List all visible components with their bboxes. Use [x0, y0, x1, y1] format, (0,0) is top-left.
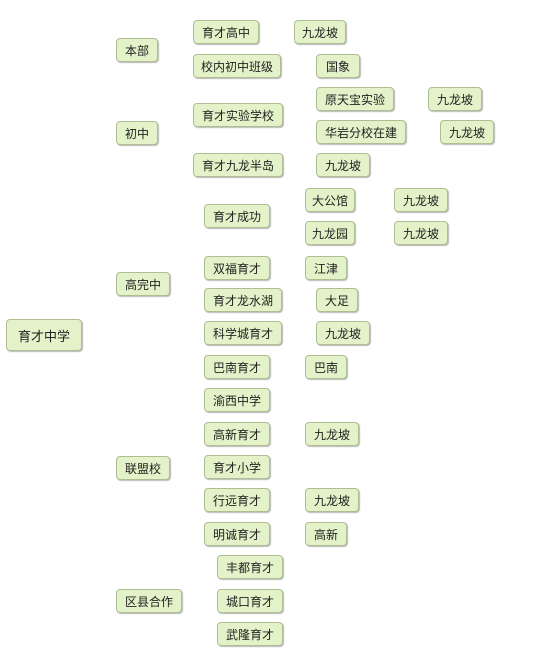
node-dazu[interactable]: 大足 — [316, 288, 358, 312]
node-yucai-shiyan[interactable]: 育才实验学校 — [193, 103, 283, 127]
node-lianmengxiao[interactable]: 联盟校 — [116, 456, 170, 480]
node-quxian-hezuo[interactable]: 区县合作 — [116, 589, 182, 613]
node-benbu[interactable]: 本部 — [116, 38, 158, 62]
node-xingyuan-yucai[interactable]: 行远育才 — [204, 488, 270, 512]
node-jiulongpo[interactable]: 九龙坡 — [440, 120, 494, 144]
node-banan-yucai[interactable]: 巴南育才 — [204, 355, 270, 379]
node-xiaonei-chuzhong[interactable]: 校内初中班级 — [193, 54, 281, 78]
node-shuangfu-yucai[interactable]: 双福育才 — [204, 256, 270, 280]
node-jiulongpo[interactable]: 九龙坡 — [394, 188, 448, 212]
node-jiulongpo[interactable]: 九龙坡 — [305, 488, 359, 512]
node-root[interactable]: 育才中学 — [6, 319, 82, 351]
node-dagongguan[interactable]: 大公馆 — [305, 188, 355, 212]
node-jiulongpo[interactable]: 九龙坡 — [316, 321, 370, 345]
node-jiulongpo[interactable]: 九龙坡 — [294, 20, 346, 44]
node-banan[interactable]: 巴南 — [305, 355, 347, 379]
node-yucai-xiaoxue[interactable]: 育才小学 — [204, 455, 270, 479]
node-huayan-fenxiao[interactable]: 华岩分校在建 — [316, 120, 406, 144]
node-yuxi-zhongxue[interactable]: 渝西中学 — [204, 388, 270, 412]
node-jiulongpo[interactable]: 九龙坡 — [316, 153, 370, 177]
node-gaowanzhong[interactable]: 高完中 — [116, 272, 170, 296]
node-fengdu-yucai[interactable]: 丰都育才 — [217, 555, 283, 579]
node-kexuecheng-yucai[interactable]: 科学城育才 — [204, 321, 282, 345]
node-yuantianbao[interactable]: 原天宝实验 — [316, 87, 394, 111]
node-jiulongpo[interactable]: 九龙坡 — [428, 87, 482, 111]
node-wulong-yucai[interactable]: 武隆育才 — [217, 622, 283, 646]
node-jiulongyuan[interactable]: 九龙园 — [305, 221, 355, 245]
node-gaoxin-yucai[interactable]: 高新育才 — [204, 422, 270, 446]
node-yucai-gaozhong[interactable]: 育才高中 — [193, 20, 259, 44]
node-chengkou-yucai[interactable]: 城口育才 — [217, 589, 283, 613]
node-yucai-jiulong-bandao[interactable]: 育才九龙半岛 — [193, 153, 283, 177]
node-jiulongpo[interactable]: 九龙坡 — [394, 221, 448, 245]
node-mingcheng-yucai[interactable]: 明诚育才 — [204, 522, 270, 546]
node-gaoxin[interactable]: 高新 — [305, 522, 347, 546]
node-jiulongpo[interactable]: 九龙坡 — [305, 422, 359, 446]
node-jiangjin[interactable]: 江津 — [305, 256, 347, 280]
node-yucai-chenggong[interactable]: 育才成功 — [204, 204, 270, 228]
node-yucai-longshuihu[interactable]: 育才龙水湖 — [204, 288, 282, 312]
node-chuzhong[interactable]: 初中 — [116, 121, 158, 145]
node-guoxiang[interactable]: 国象 — [316, 54, 360, 78]
